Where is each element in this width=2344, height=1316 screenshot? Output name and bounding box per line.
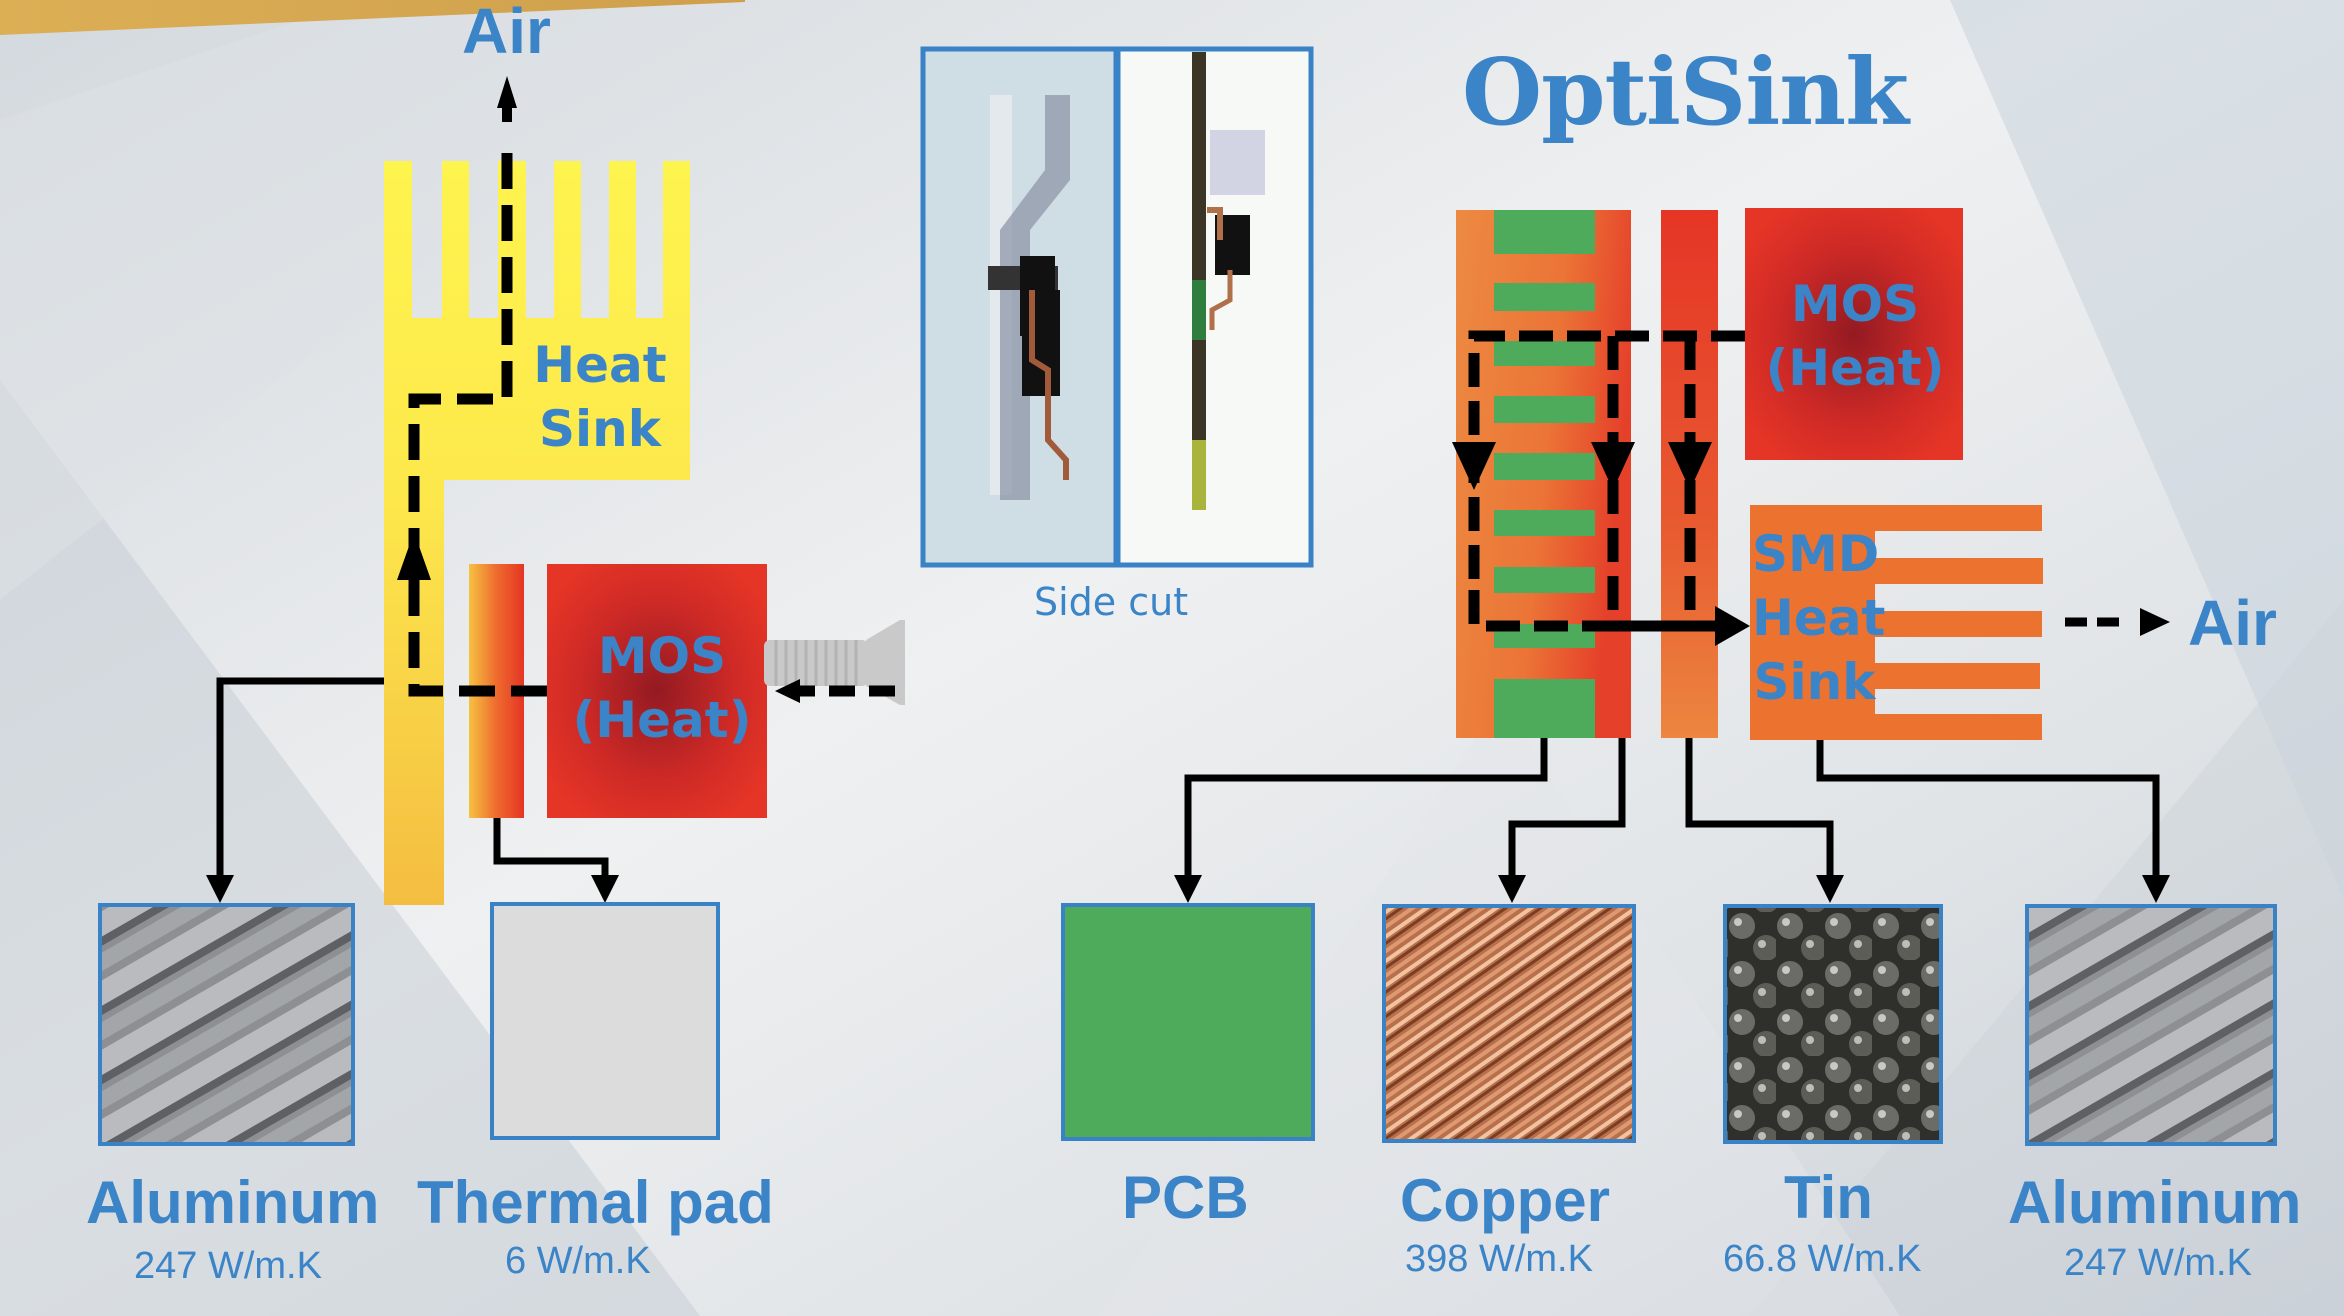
side-cut-photo-left <box>920 46 1119 568</box>
arrowhead-copper <box>1668 442 1712 490</box>
mos-label-right-line2: (Heat) <box>1765 339 1945 397</box>
arrowhead-pcb-right <box>1591 442 1635 490</box>
arrow-left-screw <box>775 679 800 703</box>
side-cut-photo-right <box>1115 46 1314 568</box>
pcb-swatch <box>1061 903 1315 1141</box>
mos-label-left: MOS (Heat) <box>557 624 767 752</box>
arrow-up-air <box>497 76 517 108</box>
pcb-column <box>1456 210 1631 738</box>
air-label-right: Air <box>2188 587 2277 659</box>
arrowhead-to-smd <box>1715 606 1750 646</box>
arrowhead-to-thermal-pad <box>591 875 619 903</box>
arrowhead-to-tin <box>1816 875 1844 903</box>
heat-path-right <box>1468 330 2125 632</box>
conductivity-tin: 66.8 W/m.K <box>1723 1238 1922 1280</box>
conductivity-aluminum-right: 247 W/m.K <box>2064 1242 2252 1284</box>
material-name-aluminum-right: Aluminum <box>2008 1169 2302 1236</box>
mos-label-right-line1: MOS <box>1790 275 1920 333</box>
mos-label-left-line1: MOS <box>597 627 727 685</box>
heat-sink-label-line2: Sink <box>539 400 661 458</box>
smd-label-line2: Heat <box>1752 589 1886 647</box>
tin-photo <box>1723 904 1943 1144</box>
optisink-title: OptiSink <box>1462 38 1909 146</box>
copper-photo <box>1382 904 1636 1143</box>
connectors-right <box>1184 738 2160 880</box>
material-name-aluminum-left: Aluminum <box>86 1169 380 1236</box>
screw-icon <box>764 620 905 705</box>
mos-label-left-line2: (Heat) <box>572 691 752 749</box>
smd-label-line3: Sink <box>1753 653 1876 711</box>
heat-sink-label-line1: Heat <box>533 336 667 394</box>
mos-block-right <box>1745 208 1963 460</box>
arrowhead-to-pcb <box>1174 875 1202 903</box>
arrow-up-stem <box>502 104 512 122</box>
smd-heatsink-label: SMD Heat Sink <box>1752 522 1886 714</box>
material-name-thermal-pad: Thermal pad <box>417 1169 774 1236</box>
heat-sink-label: Heat Sink <box>525 333 675 461</box>
aluminum-photo-right <box>2025 904 2277 1146</box>
material-name-copper: Copper <box>1400 1167 1610 1234</box>
conductivity-aluminum-left: 247 W/m.K <box>134 1245 322 1287</box>
arrowhead-to-copper <box>1498 875 1526 903</box>
air-label-top: Air <box>462 0 551 67</box>
mos-label-right: MOS (Heat) <box>1755 272 1955 400</box>
top-banner <box>0 0 745 35</box>
aluminum-photo <box>98 903 355 1146</box>
material-name-pcb: PCB <box>1122 1164 1249 1231</box>
arrowhead-to-air <box>2140 608 2170 636</box>
material-name-tin: Tin <box>1784 1164 1873 1231</box>
heatsink-body <box>384 161 690 905</box>
arrow-up-stem-mid <box>397 532 431 580</box>
smd-heatsink <box>1750 505 2043 740</box>
thermal-pad-swatch <box>490 902 720 1140</box>
mos-block-left <box>547 564 767 818</box>
connectors-left <box>216 677 609 880</box>
conductivity-copper: 398 W/m.K <box>1405 1238 1593 1280</box>
conventional-heatsink <box>384 161 690 905</box>
smd-label-line1: SMD <box>1752 525 1880 583</box>
side-cut-caption: Side cut <box>1034 580 1189 624</box>
heat-path-left <box>408 140 895 697</box>
arrowhead-pcb-left <box>1452 442 1496 490</box>
arrowhead-to-aluminum-right <box>2142 875 2170 903</box>
conductivity-thermal-pad: 6 W/m.K <box>505 1240 651 1282</box>
arrowhead-to-aluminum-left <box>206 875 234 903</box>
